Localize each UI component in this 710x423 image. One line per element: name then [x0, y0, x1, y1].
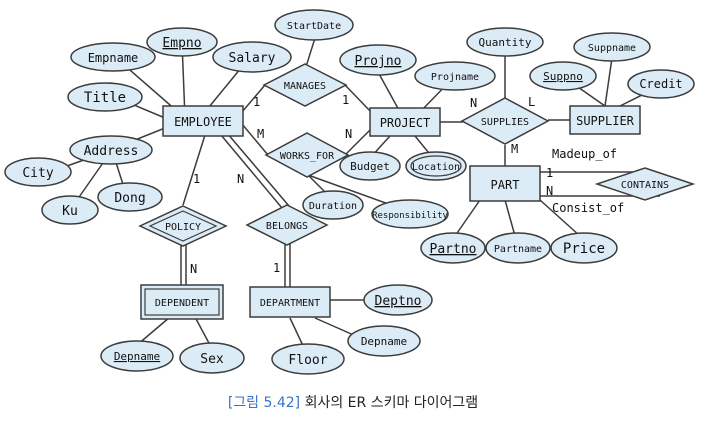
- attr-empname: Empname: [70, 42, 156, 72]
- svg-text:Ku: Ku: [62, 204, 78, 219]
- svg-text:DEPARTMENT: DEPARTMENT: [260, 298, 320, 309]
- attr-startdate: StartDate: [274, 9, 354, 41]
- attr-quantity: Quantity: [466, 27, 544, 57]
- svg-text:Price: Price: [563, 241, 605, 257]
- svg-text:Location: Location: [412, 162, 460, 173]
- attr-credit: Credit: [627, 69, 695, 99]
- entity-department: DEPARTMENT: [249, 286, 331, 318]
- card-supplies-supp: L: [528, 95, 535, 109]
- relationship-belongs: BELONGS: [245, 204, 329, 246]
- attr-projname: Projname: [414, 61, 496, 91]
- svg-text:Credit: Credit: [639, 77, 682, 91]
- svg-text:Partname: Partname: [494, 244, 542, 255]
- card-part-consist: N: [546, 184, 553, 198]
- role-madeup-of: Madeup_of: [552, 147, 617, 161]
- attr-responsibility: Responsibility: [371, 199, 449, 229]
- svg-text:City: City: [22, 166, 53, 181]
- attr-suppname: Suppname: [573, 32, 651, 62]
- svg-text:Suppno: Suppno: [543, 70, 583, 83]
- attr-location-multivalued: Location: [405, 151, 467, 181]
- attr-partno: Partno: [420, 232, 486, 264]
- attr-budget: Budget: [339, 151, 401, 181]
- attr-partname: Partname: [485, 232, 551, 264]
- attr-deptno: Deptno: [363, 284, 433, 316]
- identifying-relationship-policy: POLICY: [138, 205, 228, 247]
- svg-text:Address: Address: [84, 144, 139, 159]
- svg-text:DEPENDENT: DEPENDENT: [155, 298, 209, 309]
- svg-text:Title: Title: [84, 90, 126, 106]
- attr-depname-dependent: Depname: [100, 340, 174, 372]
- weak-entity-dependent: DEPENDENT: [140, 284, 224, 320]
- svg-text:Duration: Duration: [309, 201, 357, 212]
- svg-text:Depname: Depname: [361, 335, 407, 348]
- relationship-manages: MANAGES: [262, 63, 348, 107]
- relationship-works-for: WORKS_FOR: [264, 132, 350, 178]
- svg-text:Salary: Salary: [229, 51, 276, 66]
- svg-text:Projname: Projname: [431, 72, 479, 83]
- relationship-contains: CONTAINS: [594, 167, 696, 201]
- svg-text:BELONGS: BELONGS: [266, 221, 308, 232]
- svg-text:Floor: Floor: [288, 353, 327, 368]
- svg-text:PART: PART: [491, 178, 520, 192]
- svg-text:Sex: Sex: [200, 352, 224, 367]
- card-manages-proj: 1: [342, 93, 349, 107]
- svg-text:Depname: Depname: [114, 350, 160, 363]
- figure-caption: [그림 5.42] 회사의 ER 스키마 다이어그램: [0, 392, 706, 412]
- svg-text:Deptno: Deptno: [375, 294, 422, 309]
- attr-address: Address: [69, 135, 153, 165]
- svg-text:Partno: Partno: [430, 242, 477, 257]
- card-works-emp: M: [257, 127, 264, 141]
- svg-text:POLICY: POLICY: [165, 222, 201, 233]
- svg-text:StartDate: StartDate: [287, 21, 341, 32]
- card-manages-emp: 1: [253, 95, 260, 109]
- attr-sex: Sex: [179, 342, 245, 374]
- attr-dong: Dong: [97, 182, 163, 212]
- svg-text:CONTAINS: CONTAINS: [621, 180, 669, 191]
- svg-text:EMPLOYEE: EMPLOYEE: [174, 115, 232, 129]
- relationship-supplies: SUPPLIES: [460, 97, 550, 145]
- entity-part: PART: [469, 165, 541, 202]
- svg-text:Budget: Budget: [350, 160, 390, 173]
- svg-text:SUPPLIES: SUPPLIES: [481, 117, 529, 128]
- svg-text:PROJECT: PROJECT: [380, 116, 431, 130]
- card-policy-dep: N: [190, 262, 197, 276]
- attr-depname-department: Depname: [347, 325, 421, 357]
- attr-ku: Ku: [41, 195, 99, 225]
- cardinality-labels: 1 1 M N N L M 1 N N 1 1 N Madeup_of Cons…: [190, 93, 624, 276]
- svg-text:Empno: Empno: [162, 36, 201, 51]
- entity-employee: EMPLOYEE: [162, 105, 244, 137]
- card-supplies-proj: N: [470, 96, 477, 110]
- svg-text:WORKS_FOR: WORKS_FOR: [280, 151, 335, 162]
- svg-text:Suppname: Suppname: [588, 43, 636, 54]
- svg-text:Dong: Dong: [114, 191, 145, 206]
- attr-suppno: Suppno: [529, 61, 597, 91]
- entity-project: PROJECT: [369, 107, 441, 137]
- card-belongs-dept: 1: [273, 261, 280, 275]
- attr-title: Title: [67, 82, 143, 112]
- entity-supplier: SUPPLIER: [569, 105, 641, 135]
- svg-text:Responsibility: Responsibility: [372, 211, 448, 221]
- svg-text:Quantity: Quantity: [479, 36, 532, 49]
- card-policy-emp: 1: [193, 172, 200, 186]
- attr-price: Price: [550, 232, 618, 264]
- figure-title: 회사의 ER 스키마 다이어그램: [304, 395, 479, 411]
- attr-city: City: [4, 157, 72, 187]
- card-supplies-part: M: [511, 142, 518, 156]
- svg-text:Projno: Projno: [355, 54, 402, 69]
- attr-floor: Floor: [271, 343, 345, 375]
- attr-salary: Salary: [212, 41, 292, 73]
- role-consist-of: Consist_of: [552, 201, 624, 215]
- attr-empno: Empno: [146, 27, 218, 57]
- card-works-proj: N: [345, 127, 352, 141]
- svg-text:SUPPLIER: SUPPLIER: [576, 114, 635, 128]
- svg-text:Empname: Empname: [88, 51, 139, 65]
- attr-projno: Projno: [339, 44, 417, 76]
- card-belongs-emp: N: [237, 172, 244, 186]
- card-part-madeup: 1: [546, 166, 553, 180]
- attr-duration: Duration: [302, 190, 364, 220]
- svg-text:MANAGES: MANAGES: [284, 81, 326, 92]
- figure-number: [그림 5.42]: [227, 395, 301, 411]
